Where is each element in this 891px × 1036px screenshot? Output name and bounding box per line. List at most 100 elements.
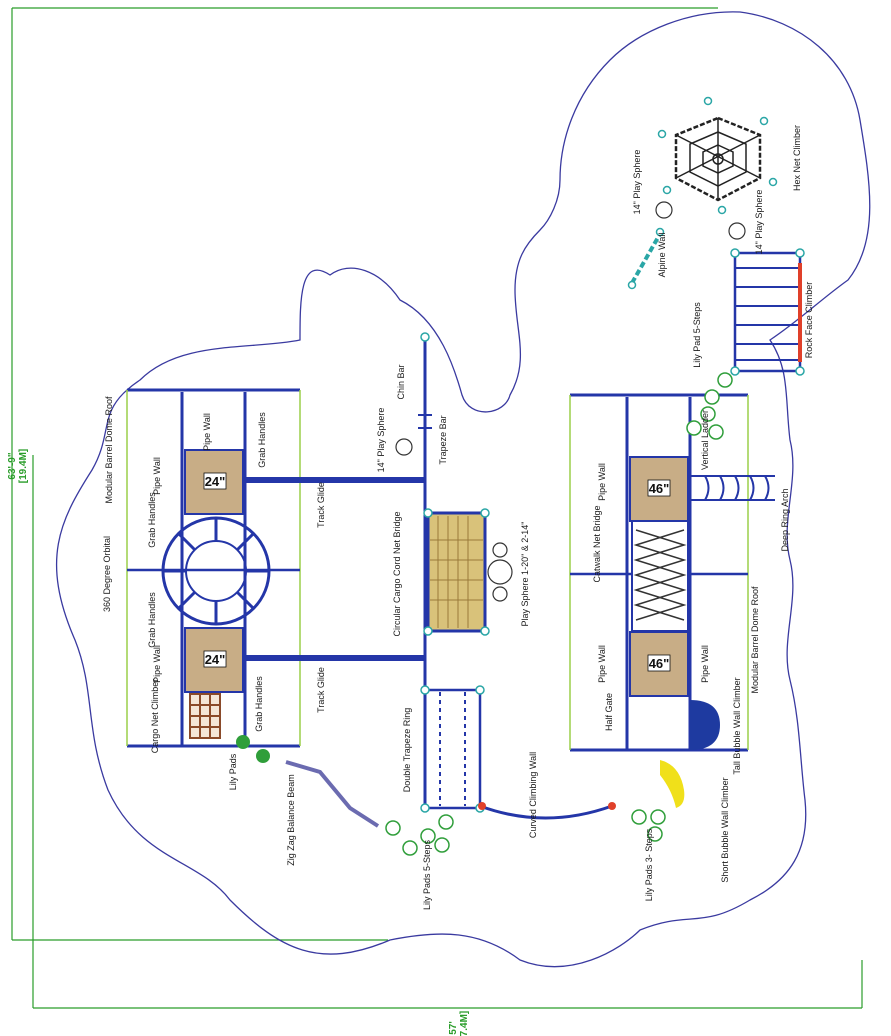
label-pipe-wall: Pipe Wall: [700, 645, 710, 683]
label-trapeze-bar: Trapeze Bar: [438, 415, 448, 464]
svg-text:Modular Barrel Dome Roof: Modular Barrel Dome Roof: [104, 396, 114, 504]
svg-text:Pipe Wall: Pipe Wall: [597, 463, 607, 501]
svg-text:Lily Pads 5-Steps: Lily Pads 5-Steps: [422, 839, 432, 910]
lily-pads-5-right: [686, 372, 733, 440]
svg-text:Tall Bubble Wall Climber: Tall Bubble Wall Climber: [732, 677, 742, 774]
play-sphere-20: [487, 559, 513, 585]
label-pipe-wall: Pipe Wall: [597, 645, 607, 683]
rock-face-climber: [730, 248, 805, 376]
svg-text:Grab Handles: Grab Handles: [257, 412, 267, 468]
label-short-bubble: Short Bubble Wall Climber: [720, 777, 730, 882]
svg-text:Play Sphere 1-20" & 2-14": Play Sphere 1-20" & 2-14": [520, 522, 530, 627]
deck-height-left-top: 24": [205, 474, 226, 489]
label-play-sphere-14: 14" Play Sphere: [376, 408, 386, 473]
label-cargo-net-climber: Cargo Net Climber: [150, 679, 160, 754]
catwalk-net-bridge: [631, 520, 689, 632]
svg-text:14" Play Sphere: 14" Play Sphere: [632, 150, 642, 215]
label-play-sphere-14: 14" Play Sphere: [632, 150, 642, 215]
label-play-sphere-multi: Play Sphere 1-20" & 2-14": [520, 522, 530, 627]
svg-text:Vertical Ladder: Vertical Ladder: [700, 410, 710, 470]
center-spine: [418, 332, 490, 813]
svg-text:Track Glide: Track Glide: [316, 482, 326, 528]
svg-text:Double Trapeze Ring: Double Trapeze Ring: [402, 708, 412, 793]
short-bubble-climber: [660, 760, 685, 808]
deep-ring-arch: [690, 475, 775, 501]
svg-text:Chin Bar: Chin Bar: [396, 364, 406, 399]
svg-text:Modular Barrel Dome Roof: Modular Barrel Dome Roof: [750, 586, 760, 694]
svg-text:Curved Climbing Wall: Curved Climbing Wall: [528, 752, 538, 838]
play-sphere-14: [655, 201, 673, 219]
lily-pads-3: [631, 809, 666, 842]
svg-text:Grab Handles: Grab Handles: [147, 492, 157, 548]
svg-text:[17.4M]: [17.4M]: [459, 1011, 470, 1036]
svg-text:Alpine Wall: Alpine Wall: [657, 233, 667, 278]
play-sphere-14: [395, 438, 413, 456]
label-lily-pads: Lily Pads: [228, 753, 238, 790]
svg-text:Trapeze Bar: Trapeze Bar: [438, 415, 448, 464]
right-play-structure: 46" 46": [569, 393, 775, 752]
label-pipe-wall: Pipe Wall: [152, 457, 162, 495]
alpine-wall: [627, 227, 665, 290]
play-sphere-14: [492, 542, 508, 558]
svg-text:14" Play Sphere: 14" Play Sphere: [376, 408, 386, 473]
svg-text:63'-9": 63'-9": [7, 452, 18, 479]
lily-pad: [256, 749, 270, 763]
track-glide-upper: [245, 477, 425, 483]
label-circular-cargo: Circular Cargo Cord Net Bridge: [392, 511, 402, 636]
tall-bubble-climber: [690, 700, 720, 750]
dimension-frame: [11, 7, 863, 1009]
svg-text:Pipe Wall: Pipe Wall: [202, 413, 212, 451]
svg-text:Lily Pad 5-Steps: Lily Pad 5-Steps: [692, 302, 702, 368]
zig-zag-balance-beam: [285, 760, 380, 828]
label-orbital: 360 Degree Orbital: [102, 536, 112, 612]
label-zig-zag: Zig Zag Balance Beam: [286, 774, 296, 866]
svg-text:Track Glide: Track Glide: [316, 667, 326, 713]
lily-pad: [236, 735, 250, 749]
label-tall-bubble: Tall Bubble Wall Climber: [732, 677, 742, 774]
double-trapeze-ring: [420, 685, 485, 813]
width-dimension: 57' [17.4M]: [448, 1011, 470, 1036]
hex-net-climber: [674, 116, 762, 202]
label-grab-handles: Grab Handles: [257, 412, 267, 468]
hex-net-anchors: [657, 96, 778, 215]
svg-text:Catwalk Net Bridge: Catwalk Net Bridge: [592, 505, 602, 582]
label-grab-handles: Grab Handles: [147, 492, 157, 548]
play-sphere-14: [492, 586, 508, 602]
label-grab-handles: Grab Handles: [147, 592, 157, 648]
svg-text:Pipe Wall: Pipe Wall: [700, 645, 710, 683]
svg-text:Rock Face Climber: Rock Face Climber: [804, 282, 814, 359]
svg-text:57': 57': [448, 1021, 459, 1035]
label-pipe-wall: Pipe Wall: [152, 645, 162, 683]
cargo-net-climber: [189, 693, 221, 739]
label-track-glide: Track Glide: [316, 667, 326, 713]
label-half-gate: Half Gate: [604, 693, 614, 731]
deck-right-top: [629, 456, 689, 522]
svg-text:Pipe Wall: Pipe Wall: [152, 457, 162, 495]
svg-text:[19.4M]: [19.4M]: [18, 449, 29, 483]
label-curved-climbing: Curved Climbing Wall: [528, 752, 538, 838]
svg-text:Pipe Wall: Pipe Wall: [597, 645, 607, 683]
svg-text:Circular Cargo Cord Net Bridge: Circular Cargo Cord Net Bridge: [392, 511, 402, 636]
label-vertical-ladder: Vertical Ladder: [700, 410, 710, 470]
label-track-glide: Track Glide: [316, 482, 326, 528]
label-lily-pads-5-left: Lily Pads 5-Steps: [422, 839, 432, 910]
svg-text:Zig Zag Balance Beam: Zig Zag Balance Beam: [286, 774, 296, 866]
track-glide-lower: [245, 655, 425, 661]
svg-text:Pipe Wall: Pipe Wall: [152, 645, 162, 683]
svg-text:Lily Pads: Lily Pads: [228, 753, 238, 790]
label-pipe-wall: Pipe Wall: [202, 413, 212, 451]
label-rock-face: Rock Face Climber: [804, 282, 814, 359]
safety-surface-boundary: [55, 11, 871, 968]
deck-height-right-top: 46": [649, 481, 670, 496]
deck-height-left-bottom: 24": [205, 652, 226, 667]
label-lily-pad-5-right: Lily Pad 5-Steps: [692, 302, 702, 368]
deck-height-right-bottom: 46": [649, 656, 670, 671]
label-double-trapeze: Double Trapeze Ring: [402, 708, 412, 793]
play-sphere-14: [728, 222, 746, 240]
curved-climbing-wall: [479, 804, 613, 820]
lily-pads-5-left: [385, 814, 454, 856]
label-modular-barrel-left: Modular Barrel Dome Roof: [104, 396, 114, 504]
svg-text:360 Degree Orbital: 360 Degree Orbital: [102, 536, 112, 612]
left-play-structure: 24" 24": [126, 388, 425, 748]
